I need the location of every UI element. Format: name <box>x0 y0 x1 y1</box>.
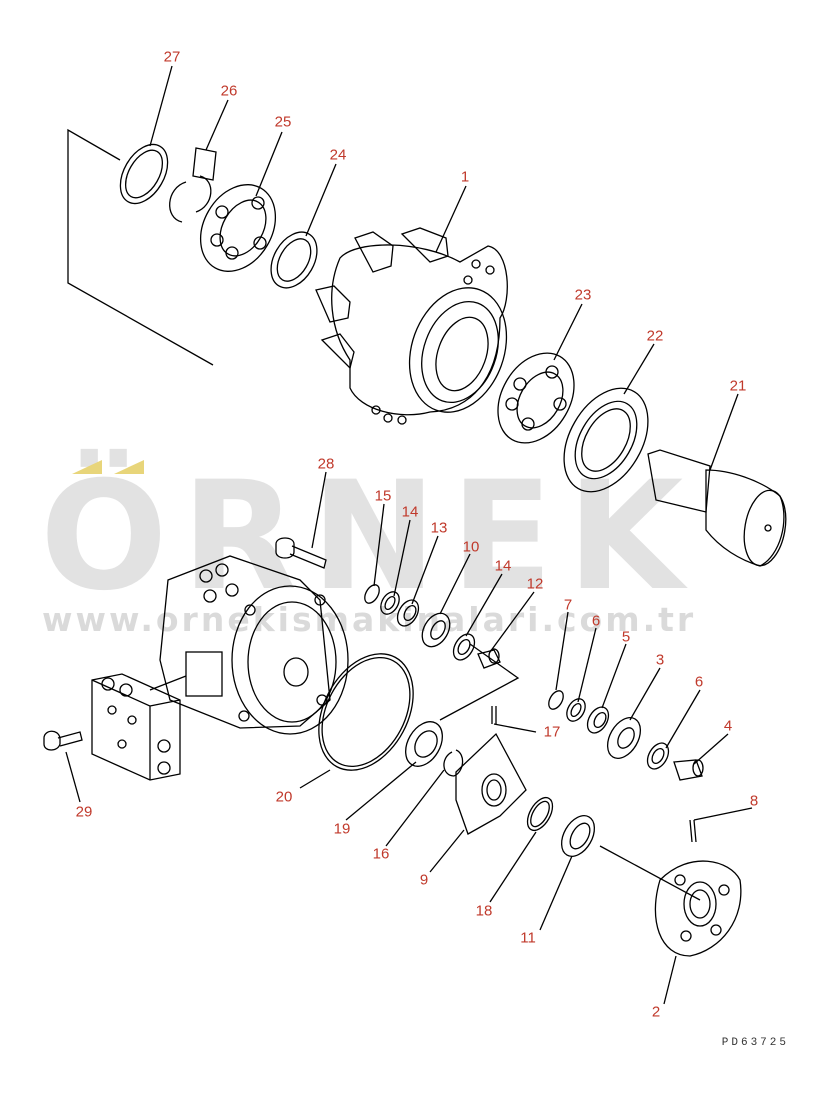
callout-3: 3 <box>655 651 665 669</box>
callout-13: 13 <box>430 519 448 537</box>
watermark-url: www.ornekismakinalari.com.tr <box>42 600 697 639</box>
callout-5: 5 <box>621 628 631 646</box>
callout-12: 12 <box>526 575 544 593</box>
callout-1: 1 <box>460 168 470 186</box>
part-6-washer-a <box>566 698 586 722</box>
callout-21: 21 <box>729 377 747 395</box>
callout-23: 23 <box>574 286 592 304</box>
callout-14b: 14 <box>494 557 512 575</box>
watermark-accent-right <box>114 460 144 474</box>
part-28-bolt <box>275 537 327 569</box>
callout-6b: 6 <box>694 673 704 691</box>
part-8-pin <box>689 819 697 843</box>
part-23-bearing <box>497 352 575 444</box>
callout-19: 19 <box>333 820 351 838</box>
callout-14a: 14 <box>401 503 419 521</box>
callout-4: 4 <box>723 717 733 735</box>
part-16-snap-ring <box>443 749 464 777</box>
drawing-code: PD63725 <box>721 1037 789 1049</box>
callout-22: 22 <box>646 327 664 345</box>
part-2-carrier <box>654 860 742 957</box>
callout-15: 15 <box>374 487 392 505</box>
part-20-o-ring <box>318 653 414 771</box>
part-14-washer-a <box>380 591 400 615</box>
valve-block <box>91 673 181 781</box>
callout-26: 26 <box>220 82 238 100</box>
watermark-accent-left <box>72 460 102 474</box>
callout-20: 20 <box>275 788 293 806</box>
callout-10: 10 <box>462 538 480 556</box>
part-14-washer-b <box>452 633 476 661</box>
part-13-needle-bearing <box>396 599 420 627</box>
part-5-needle-bearing <box>586 706 610 734</box>
callout-27: 27 <box>163 48 181 66</box>
part-6-washer-b <box>646 742 670 770</box>
part-27-ring <box>119 143 169 205</box>
part-15-snap-ring <box>364 584 380 604</box>
assembly-line-right <box>439 643 520 721</box>
callout-24: 24 <box>329 146 347 164</box>
part-22-seal-plate <box>563 387 649 493</box>
callout-7: 7 <box>563 596 573 614</box>
part-25-bearing <box>199 184 277 272</box>
motor-assembly <box>159 555 349 735</box>
part-19-gear <box>405 721 443 767</box>
part-7-snap-ring <box>548 690 564 710</box>
part-26-half-rings <box>169 147 217 223</box>
part-4-pin <box>673 759 704 781</box>
part-18-ring <box>526 796 554 832</box>
callout-18: 18 <box>475 902 493 920</box>
part-12-pin <box>477 648 501 669</box>
callout-16: 16 <box>372 845 390 863</box>
part-11-bearing <box>560 815 596 857</box>
part-21-shaft <box>647 449 787 567</box>
callout-28: 28 <box>317 455 335 473</box>
callout-11: 11 <box>520 929 536 947</box>
callout-25: 25 <box>274 113 292 131</box>
part-1-housing <box>315 227 508 425</box>
part-29-bolt <box>43 730 83 751</box>
assembly-line-lower <box>599 845 701 901</box>
part-24-seal <box>270 231 318 289</box>
leader-lines <box>65 65 753 1005</box>
callout-2: 2 <box>651 1003 661 1021</box>
callout-9: 9 <box>419 871 429 889</box>
part-10-gear <box>421 612 451 648</box>
callout-8: 8 <box>749 792 759 810</box>
assembly-line-top <box>67 128 214 366</box>
callout-6a: 6 <box>591 612 601 630</box>
callout-17: 17 <box>543 723 561 741</box>
part-17-pin <box>491 706 497 724</box>
callout-29: 29 <box>75 803 93 821</box>
part-3-gear <box>606 717 642 759</box>
leader-valve <box>149 675 187 691</box>
part-9-carrier <box>455 732 527 835</box>
